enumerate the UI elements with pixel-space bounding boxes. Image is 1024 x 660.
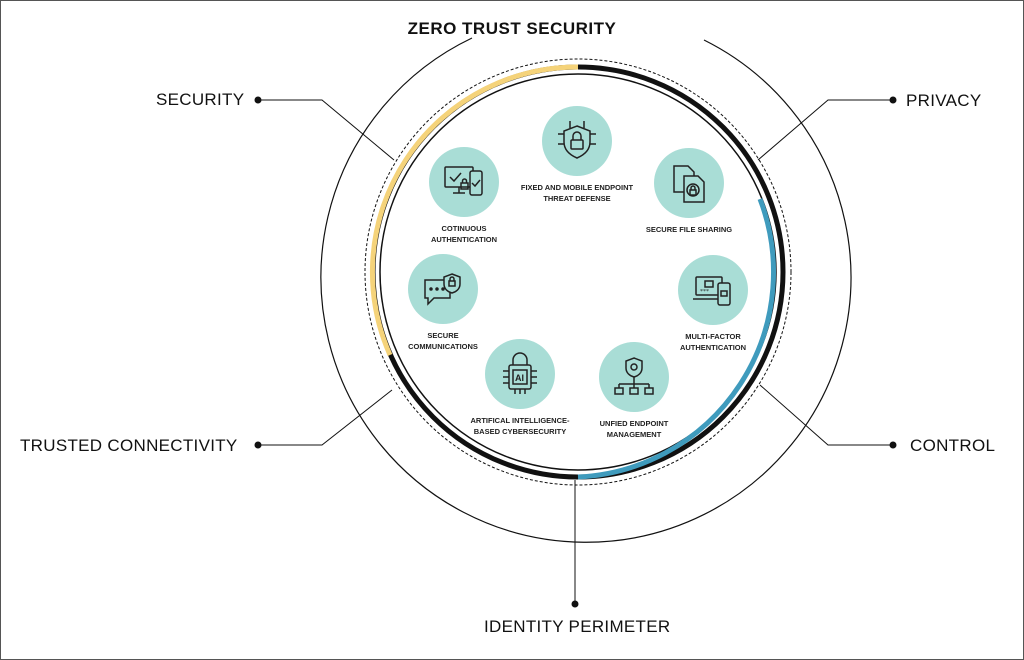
trusted-leader-line — [258, 389, 393, 446]
node-label: COTINUOUS AUTHENTICATION — [430, 224, 498, 244]
node-ai-cybersecurity: AI ARTIFICAL INTELLIGENCE- BASED CYBERSE… — [435, 339, 605, 437]
node-label: MULTI-FACTOR AUTHENTICATION — [679, 332, 747, 352]
privacy-leader-dot — [889, 96, 897, 104]
svg-text:AI: AI — [515, 373, 524, 383]
node-circle — [408, 254, 478, 324]
dashed-ring — [364, 58, 792, 486]
label-trusted-connectivity: TRUSTED CONNECTIVITY — [20, 436, 238, 455]
control-leader-line — [759, 384, 893, 446]
node-unified-endpoint-management: UNFIED ENDPOINT MANAGEMENT — [549, 342, 719, 440]
security-leader-line — [258, 99, 395, 161]
node-circle — [542, 106, 612, 176]
network-shield-icon — [614, 357, 654, 395]
node-continuous-authentication: COTINUOUS AUTHENTICATION — [379, 147, 549, 245]
node-label: SECURE FILE SHARING — [645, 225, 733, 234]
identity-leader-dot — [571, 600, 579, 608]
ai-chip-lock-icon: AI — [503, 352, 537, 394]
node-circle — [599, 342, 669, 412]
node-circle: AI — [485, 339, 555, 409]
security-leader-dot — [254, 96, 262, 104]
node-label: SECURE COMMUNICATIONS — [408, 331, 478, 351]
blue-arc — [577, 198, 776, 480]
node-multi-factor-authentication: *** MULTI-FACTOR AUTHENTICATION — [628, 255, 798, 353]
node-secure-file-sharing: SECURE FILE SHARING — [604, 148, 774, 235]
node-label: FIXED AND MOBILE ENDPOINT THREAT DEFENSE — [520, 183, 634, 203]
control-leader-dot — [889, 441, 897, 449]
diagram-title: ZERO TRUST SECURITY — [407, 19, 617, 38]
node-threat-defense: FIXED AND MOBILE ENDPOINT THREAT DEFENSE — [492, 106, 662, 204]
label-security: SECURITY — [156, 90, 245, 109]
monitor-phone-lock-icon — [444, 166, 483, 196]
outer-ring — [320, 37, 852, 543]
privacy-leader-line — [757, 99, 893, 161]
node-circle: *** — [678, 255, 748, 325]
node-label: UNFIED ENDPOINT MANAGEMENT — [599, 419, 669, 439]
shield-lock-circuit-icon — [558, 121, 596, 159]
laptop-phone-lock-icon: *** — [693, 276, 731, 306]
label-control: CONTROL — [910, 436, 996, 455]
node-label: ARTIFICAL INTELLIGENCE- BASED CYBERSECUR… — [470, 416, 570, 436]
file-lock-icon — [673, 165, 705, 203]
svg-text:***: *** — [700, 289, 709, 295]
chat-lock-icon — [424, 273, 461, 306]
node-secure-communications: SECURE COMMUNICATIONS — [358, 254, 528, 352]
yellow-arc — [369, 64, 579, 357]
label-identity-perimeter: IDENTITY PERIMETER — [484, 617, 671, 636]
node-circle — [429, 147, 499, 217]
node-circle — [654, 148, 724, 218]
label-privacy: PRIVACY — [906, 91, 982, 110]
trusted-leader-dot — [254, 441, 262, 449]
